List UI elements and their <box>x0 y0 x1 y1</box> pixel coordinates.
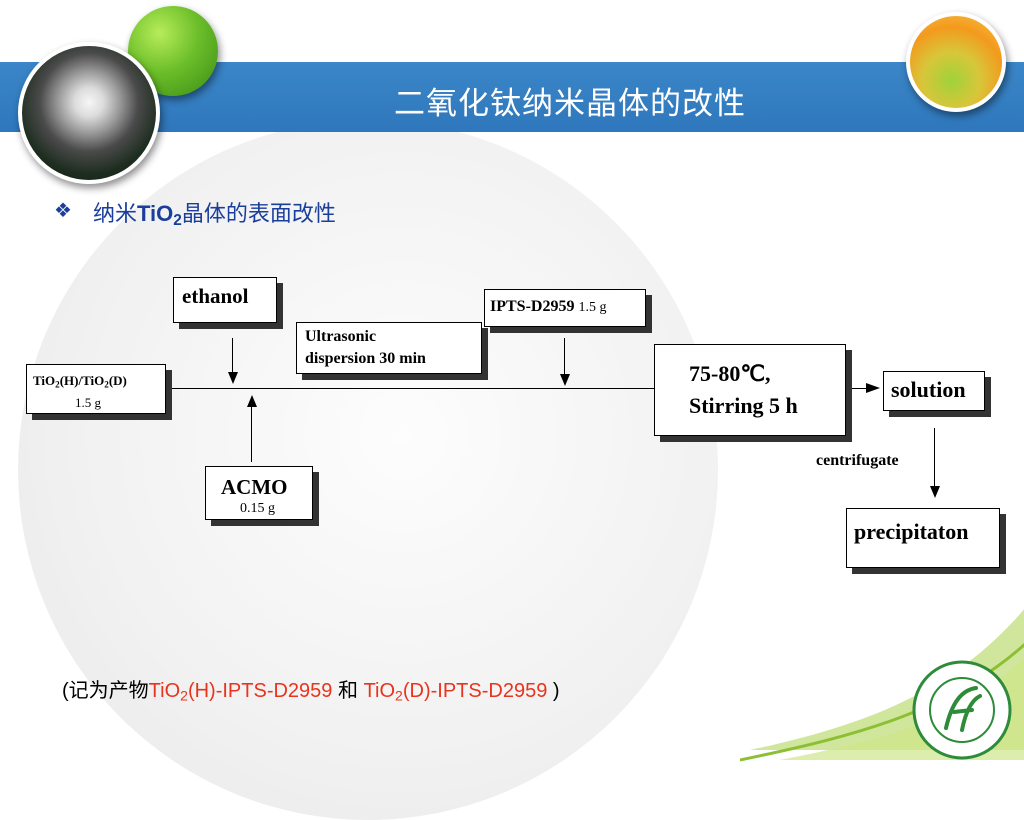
corner-decoration <box>740 609 1024 762</box>
ultrasonic-box: Ultrasonic dispersion 30 min <box>296 322 482 374</box>
section-heading: 纳米TiO2晶体的表面改性 <box>93 196 336 230</box>
centrifugate-arrow-line <box>934 428 935 486</box>
reaction-box: 75-80℃, Stirring 5 h <box>654 344 846 436</box>
centrifugate-label: centrifugate <box>816 452 899 469</box>
acmo-arrow-line <box>251 406 252 462</box>
acmo-amount: 0.15 g <box>240 501 275 516</box>
footnote: (记为产物TiO2(H)-IPTS-D2959 和 TiO2(D)-IPTS-D… <box>62 680 560 704</box>
ultrasonic-label-line2: dispersion 30 min <box>305 350 426 367</box>
dandelion-photo-icon <box>18 42 160 184</box>
ipts-arrow <box>560 374 570 386</box>
page-title: 二氧化钛纳米晶体的改性 <box>394 86 746 122</box>
main-flow-line <box>166 388 856 389</box>
centrifugate-arrow <box>930 486 940 498</box>
solution-box: solution <box>883 371 985 411</box>
heading-suffix: 晶体的表面改性 <box>181 202 336 227</box>
heading-formula: TiO2 <box>137 201 182 229</box>
solution-label: solution <box>891 377 966 402</box>
reaction-temperature: 75-80℃, <box>689 361 771 386</box>
acmo-label: ACMO <box>221 475 288 499</box>
ipts-label: IPTS-D2959 1.5 g <box>490 298 607 315</box>
tio2-label: TiO2(H)/TiO2(D) <box>33 373 127 390</box>
precipitate-box: precipitaton <box>846 508 1000 568</box>
tio2-input-box: TiO2(H)/TiO2(D) 1.5 g <box>26 364 166 414</box>
ethanol-arrow-line <box>232 338 233 372</box>
ethanol-arrow <box>228 372 238 384</box>
background-circle <box>18 120 718 820</box>
precipitate-label: precipitaton <box>854 519 969 544</box>
school-logo-icon <box>912 660 1012 760</box>
heading-prefix: 纳米 <box>93 202 138 227</box>
reaction-stirring: Stirring 5 h <box>689 393 798 418</box>
grass-photo-icon <box>906 12 1006 112</box>
ethanol-box: ethanol <box>173 277 277 323</box>
ipts-box: IPTS-D2959 1.5 g <box>484 289 646 327</box>
bullet-icon: ❖ <box>54 198 72 222</box>
ethanol-label: ethanol <box>182 284 249 308</box>
ultrasonic-label-line1: Ultrasonic <box>305 328 377 345</box>
acmo-arrow <box>247 395 257 407</box>
acmo-box: ACMO 0.15 g <box>205 466 313 520</box>
ipts-arrow-line <box>564 338 565 374</box>
arrow-to-solution <box>866 383 880 393</box>
flow-line-to-solution <box>846 388 868 389</box>
tio2-amount: 1.5 g <box>75 395 101 410</box>
